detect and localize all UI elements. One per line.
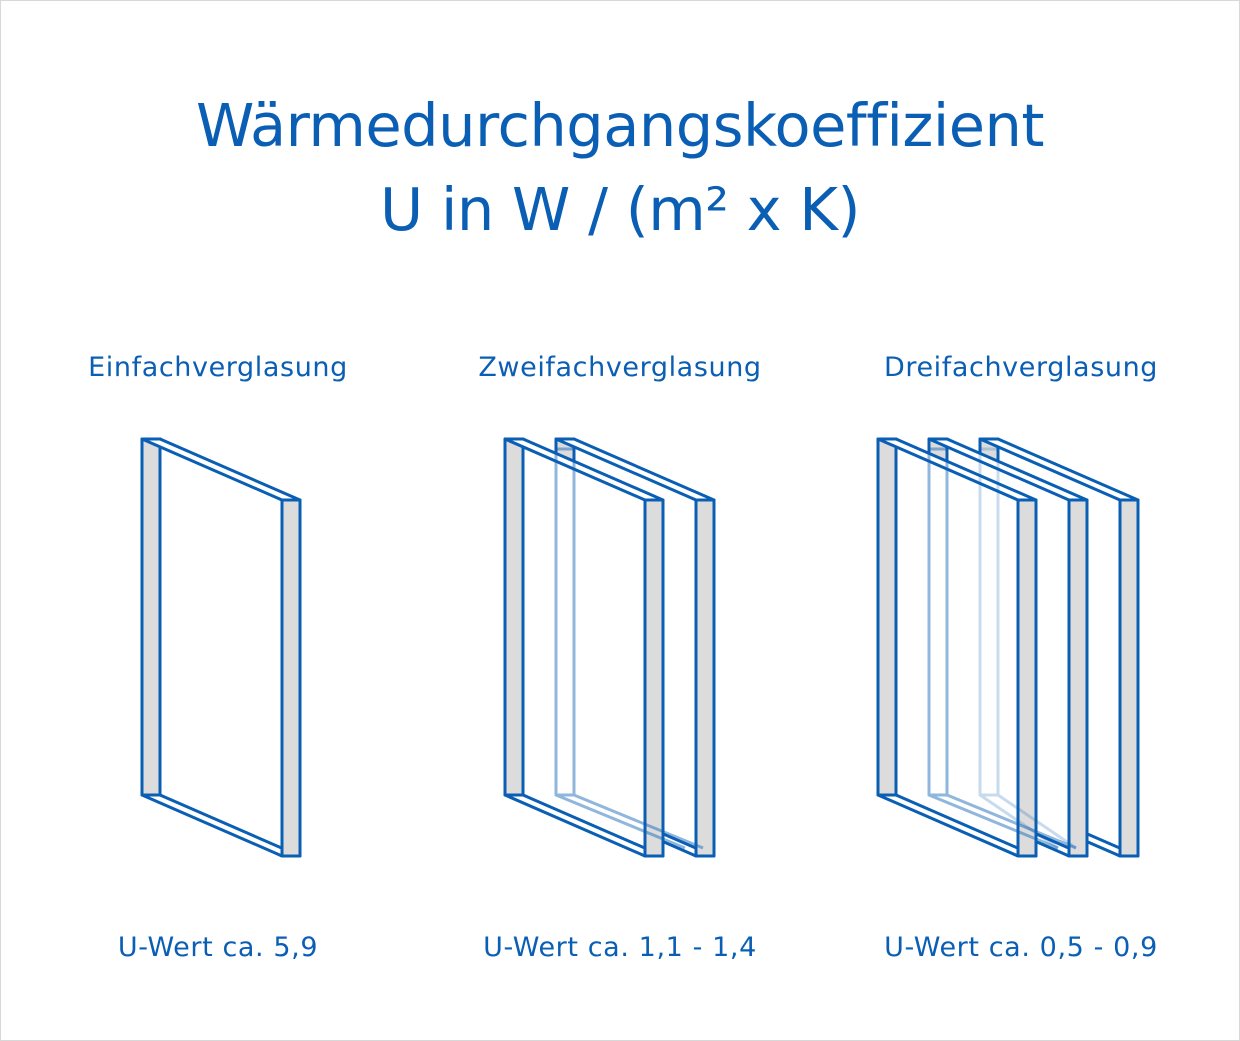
glass-pane-1 (140, 437, 302, 858)
label-double-glazing: Zweifachverglasung (478, 352, 762, 383)
title-line-2: U in W / (m² x K) (380, 175, 860, 244)
inner-pane-outline-2 (554, 447, 704, 850)
inner-pane-outline-3 (978, 447, 1077, 850)
u-value-triple: U-Wert ca. 0,5 - 0,9 (884, 932, 1158, 963)
inner-pane-outline-2 (927, 447, 1077, 850)
glass-pane-1 (503, 437, 665, 858)
title-line-1: Wärmedurchgangskoeffizient (195, 91, 1045, 160)
label-single-glazing: Einfachverglasung (88, 352, 348, 383)
label-triple-glazing: Dreifachverglasung (883, 352, 1159, 383)
double-glazing-illustration (503, 437, 716, 858)
u-value-double: U-Wert ca. 1,1 - 1,4 (483, 932, 757, 963)
u-value-single: U-Wert ca. 5,9 (117, 932, 319, 963)
glass-pane-1 (876, 437, 1038, 858)
triple-glazing-illustration (876, 437, 1140, 858)
single-glazing-illustration (140, 437, 302, 858)
